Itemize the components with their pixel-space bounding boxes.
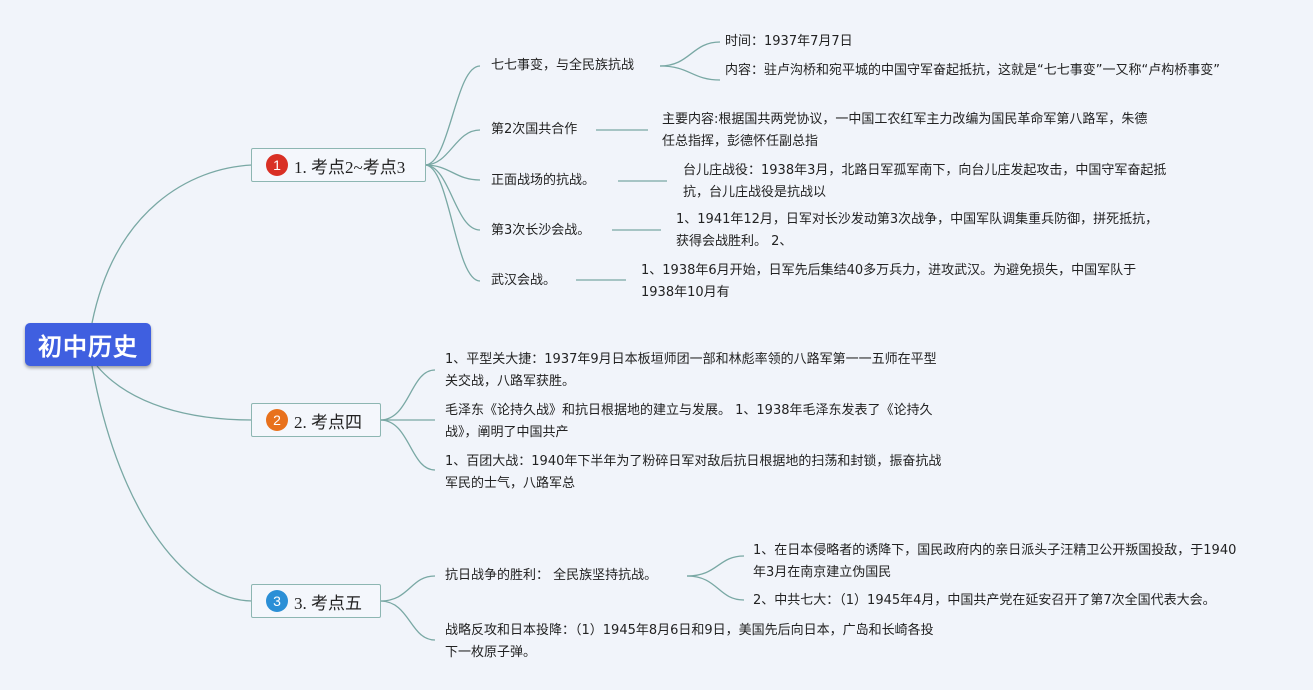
branch-topic-2[interactable]: 2 2. 考点四 [251, 403, 381, 437]
connector-root-b1 [91, 164, 253, 324]
branch-topic-3[interactable]: 3 3. 考点五 [251, 584, 381, 618]
priority-2-icon: 2 [266, 409, 288, 431]
subtopic-changsha-battle[interactable]: 第3次长沙会战。 [491, 223, 591, 238]
connector-b3c1-d2 [686, 575, 745, 601]
subtopic-frontal-battlefield[interactable]: 正面战场的抗战。 [491, 173, 596, 188]
subtopic-qiqi-incident[interactable]: 七七事变，与全民族抗战 [491, 58, 635, 73]
connector-b1-c1 [424, 65, 481, 166]
subtopic-hundred-regiments[interactable]: 1、百团大战：1940年下半年为了粉碎日军对敌后抗日根据地的扫荡和封锁，振奋抗战… [445, 454, 942, 491]
connector-b2-c1 [379, 369, 436, 421]
subtopic-counteroffensive[interactable]: 战略反攻和日本投降：（1）1945年8月6日和9日，美国先后向日本，广岛和长崎各… [445, 623, 934, 660]
priority-3-icon: 3 [266, 590, 288, 612]
root-topic[interactable]: 初中历史 [25, 323, 151, 366]
detail-cooperation[interactable]: 主要内容:根据国共两党协议，一中国工农红军主力改编为国民革命军第八路军，朱德任总… [662, 112, 1148, 149]
connector-root-b2 [96, 365, 253, 421]
detail-time[interactable]: 时间：1937年7月7日 [725, 34, 853, 49]
detail-taierzhuang[interactable]: 台儿庄战役：1938年3月，北路日军孤军南下，向台儿庄发起攻击，中国守军奋起抵抗… [683, 163, 1167, 200]
connector-b3c1-d1 [686, 555, 745, 577]
branch-label: 3. 考点五 [294, 593, 362, 613]
subtopic-pingxingguan[interactable]: 1、平型关大捷：1937年9月日本板垣师团一部和林彪率领的八路军第一一五师在平型… [445, 352, 937, 389]
connector-b2-c3 [379, 419, 436, 471]
connector-b3-c1 [379, 575, 436, 602]
detail-changsha[interactable]: 1、1941年12月，日军对长沙发动第3次战争，中国军队调集重兵防御，拼死抵抗，… [676, 212, 1159, 249]
connector-b1-c5 [424, 164, 481, 282]
subtopic-protracted-war[interactable]: 毛泽东《论持久战》和抗日根据地的建立与发展。 1、1938年毛泽东发表了《论持久… [445, 403, 933, 440]
priority-1-icon: 1 [266, 154, 288, 176]
detail-wuhan[interactable]: 1、1938年6月开始，日军先后集结40多万兵力，进攻武汉。为避免损失，中国军队… [641, 263, 1137, 300]
connector-b1-c2 [424, 129, 481, 166]
subtopic-war-victory[interactable]: 抗日战争的胜利： 全民族坚持抗战。 [445, 568, 658, 583]
connector-b1-c3 [424, 164, 481, 181]
connector-c1-d2 [659, 65, 721, 81]
branch-label: 1. 考点2~考点3 [294, 157, 406, 177]
connector-b3-c2 [379, 600, 436, 641]
connector-root-b3 [91, 365, 253, 602]
subtopic-wuhan-battle[interactable]: 武汉会战。 [491, 273, 557, 288]
connector-b1-c4 [424, 164, 481, 231]
detail-content[interactable]: 内容：驻卢沟桥和宛平城的中国守军奋起抵抗，这就是“七七事变”一又称“卢构桥事变” [725, 63, 1220, 78]
subtopic-second-cooperation[interactable]: 第2次国共合作 [491, 122, 578, 137]
detail-wang-jingwei[interactable]: 1、在日本侵略者的诱降下，国民政府内的亲日派头子汪精卫公开叛国投敌，于1940年… [753, 543, 1237, 580]
branch-label: 2. 考点四 [294, 412, 362, 432]
detail-seventh-congress[interactable]: 2、中共七大：（1）1945年4月，中国共产党在延安召开了第7次全国代表大会。 [753, 593, 1216, 608]
branch-topic-1[interactable]: 1 1. 考点2~考点3 [251, 148, 426, 182]
connector-c1-d1 [659, 41, 721, 67]
